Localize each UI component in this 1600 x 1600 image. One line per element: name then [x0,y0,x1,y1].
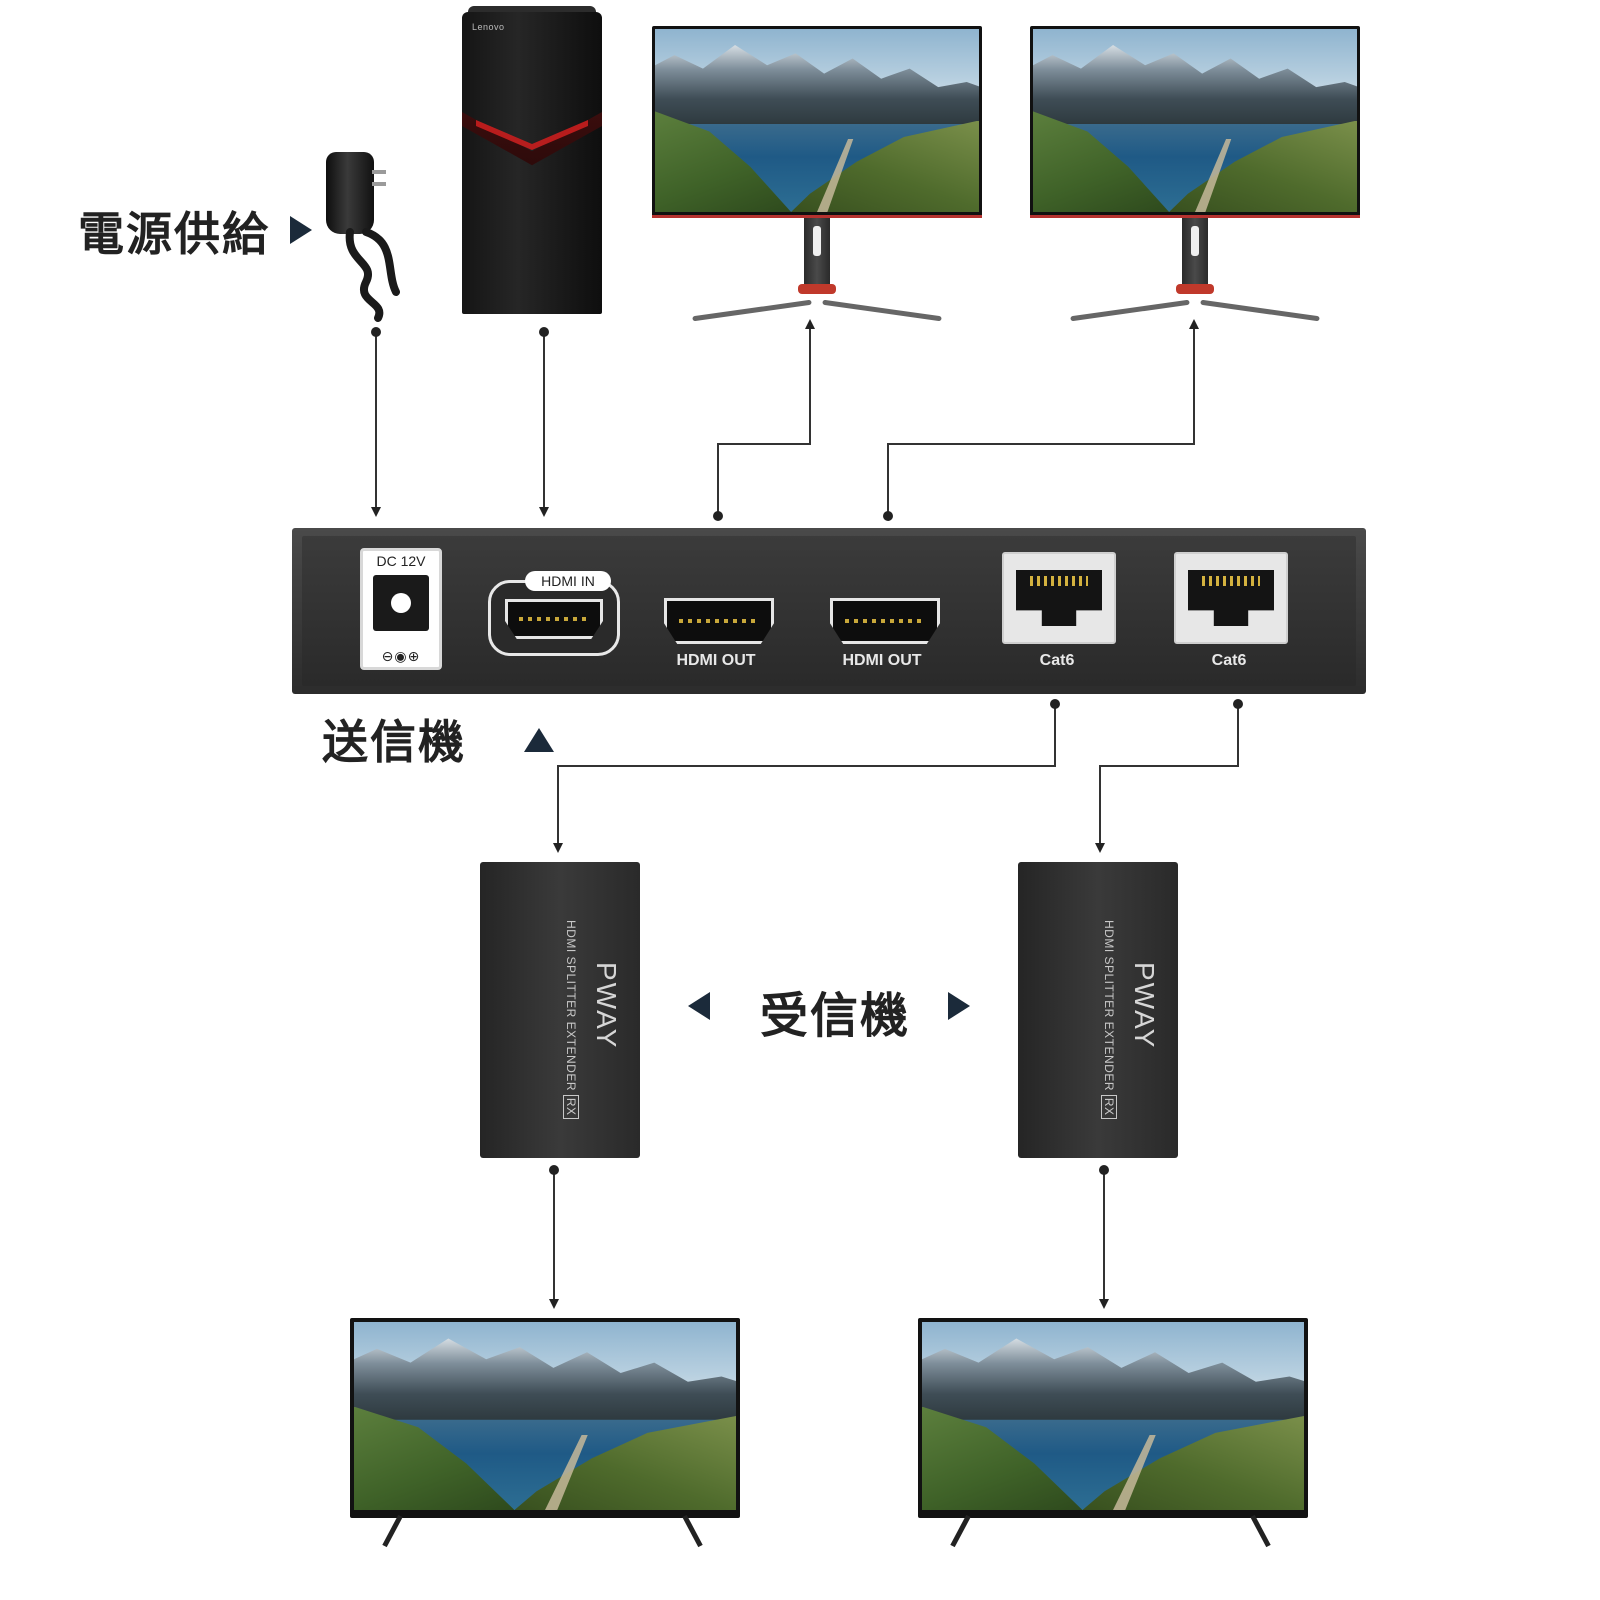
power-supply-label: 電源供給 [78,207,270,261]
tv-screen [354,1322,736,1510]
receiver-brand: PWAY [591,962,622,1050]
tv-2 [918,1318,1308,1570]
hdmi-out-label-2: HDMI OUT [842,652,922,669]
hdmi-out-port-2 [830,598,940,644]
power-arrow-icon [290,216,312,244]
power-adapter [326,152,416,322]
wire-cat6-2 [1095,704,1239,853]
receiver-model: HDMI SPLITTER EXTENDER RX [1101,920,1117,1119]
pc-brand-logo: Lenovo [472,22,505,32]
monitor-2 [1030,26,1360,326]
hdmi-in-port: HDMI IN [488,571,620,656]
wire-cat6-1 [553,704,1056,853]
cat6-label-1: Cat6 [1039,652,1075,669]
pc-tower: Lenovo [462,6,602,318]
dc-power-port: DC 12V ⊖◉⊕ [360,548,442,670]
receiver-unit-2: PWAY HDMI SPLITTER EXTENDER RX [1018,862,1178,1158]
tv-1 [350,1318,740,1570]
hdmi-out-port-1 [664,598,774,644]
transmitter-arrow-icon [524,728,554,752]
cat6-label-2: Cat6 [1211,652,1247,669]
receiver-unit-1: PWAY HDMI SPLITTER EXTENDER RX [480,862,640,1158]
receiver-label: 受信機 [760,988,911,1044]
wire-hdmi-out-1 [717,319,815,514]
tv-screen [922,1322,1304,1510]
wire-hdmi-out-2 [887,319,1199,514]
monitor-1 [652,26,982,326]
receiver-model: HDMI SPLITTER EXTENDER RX [563,920,579,1119]
receiver-arrow-left-icon [688,992,710,1020]
monitor-screen [655,29,979,212]
hdmi-in-label: HDMI IN [525,571,611,591]
hdmi-out-label-1: HDMI OUT [676,652,756,669]
receiver-arrow-right-icon [948,992,970,1020]
transmitter-label: 送信機 [322,715,466,769]
receiver-brand: PWAY [1129,962,1160,1050]
cat6-port-1 [1002,552,1116,644]
cat6-port-2 [1174,552,1288,644]
transmitter-unit: DC 12V ⊖◉⊕ HDMI IN HDMI OUT HDMI OUT Cat… [292,528,1366,694]
monitor-screen [1033,29,1357,212]
dc-polarity-icon: ⊖◉⊕ [381,649,421,665]
dc-label: DC 12V [376,553,426,569]
